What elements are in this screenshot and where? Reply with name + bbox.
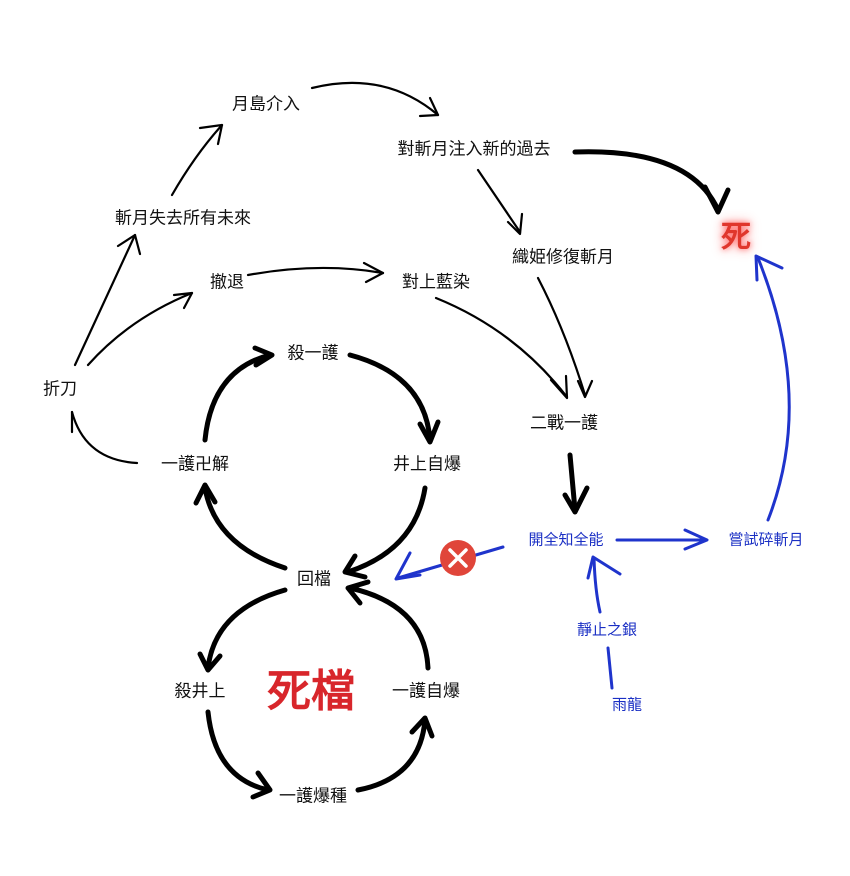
arrowhead-aizen (362, 261, 385, 284)
node-break-blade: 折刀 (43, 379, 77, 400)
arrow-inject-to-death (572, 149, 721, 213)
node-ichigo-explode: 一護自爆 (392, 681, 460, 702)
arrowhead-reload-a (342, 553, 368, 580)
arrowhead-death (702, 184, 731, 215)
node-retreat: 撤退 (210, 272, 244, 293)
arc-inoue-explode-to-reload (345, 485, 428, 575)
arrow-uryu-to-silver (606, 646, 614, 690)
node-omnipotence: 開全知全能 (528, 530, 604, 549)
arrow-lose-future-to-moon-island (170, 123, 224, 197)
arrowhead-burst (250, 770, 273, 800)
arrowhead-retreat (172, 291, 194, 310)
node-try-break: 嘗試碎斬月 (728, 530, 804, 549)
arrowhead-bankai (193, 482, 218, 506)
arc-bankai-to-kill-ichigo (202, 352, 273, 443)
arrowhead-second-battle-a (576, 379, 594, 399)
arrowhead-second-battle-b (549, 374, 569, 400)
arc-reload-to-kill-inoue (205, 587, 288, 671)
node-moon-island: 月島介入 (232, 94, 300, 115)
arrow-retreat-to-aizen (246, 266, 385, 277)
arrow-break-to-retreat (86, 291, 194, 367)
node-ichigo-burst: 一護爆種 (279, 786, 347, 807)
arrowhead-orihime (506, 212, 524, 236)
arrowhead-death-blue (754, 254, 784, 282)
node-ichigo-bankai: 一護卍解 (161, 454, 229, 475)
arrowhead-omnipotence (562, 485, 590, 515)
arrow-inject-to-orihime (476, 168, 522, 234)
arc-kill-inoue-to-burst (205, 709, 271, 793)
arrowhead-lose-future (116, 233, 142, 256)
arc-reload-to-bankai (202, 485, 288, 571)
node-lose-future: 斬月失去所有未來 (115, 208, 251, 229)
node-uryu: 雨龍 (611, 695, 643, 714)
arrowhead-kill-ichigo (252, 345, 275, 368)
arrowhead-inject (418, 96, 440, 118)
arrowhead-moon-island (198, 123, 224, 146)
arrow-orihime-to-second-battle (536, 276, 587, 397)
arrow-second-battle-to-omnipotence (567, 452, 578, 513)
node-face-aizen: 對上藍染 (402, 272, 470, 293)
node-inject-past: 對斬月注入新的過去 (397, 139, 551, 160)
arrow-break-to-lose-future (73, 233, 137, 367)
arc-ichigo-explode-to-reload (347, 585, 431, 671)
arrow-moon-island-to-inject (310, 81, 440, 117)
node-silver: 靜止之銀 (576, 620, 638, 639)
node-kill-ichigo: 殺一護 (287, 343, 339, 364)
arc-burst-to-ichigo-explode (355, 717, 428, 793)
node-dead-save: 死檔 (267, 666, 355, 717)
arrow-aizen-to-second-battle (434, 296, 569, 399)
arrowhead-kill-inoue (197, 651, 223, 673)
arrowhead-omnipotence-blue (586, 555, 622, 580)
arrowhead-inoue-explode (417, 419, 441, 445)
node-death-top: 死 (721, 220, 751, 255)
node-reload: 回檔 (297, 569, 331, 590)
node-second-battle: 二戰一護 (530, 413, 598, 434)
arrowhead-reload-blue (394, 551, 422, 581)
arrowhead-try-break (683, 528, 709, 551)
node-inoue-explode: 井上自爆 (393, 454, 461, 475)
close-circle-icon (440, 540, 476, 576)
arrow-bankai-to-break (70, 410, 139, 465)
arrow-silver-to-omnipotence (592, 556, 602, 614)
arrow-try-break-to-death (756, 256, 791, 522)
node-kill-inoue: 殺井上 (174, 681, 226, 702)
arc-kill-ichigo-to-inoue-explode (347, 352, 433, 443)
arrowhead-reload-b (345, 579, 371, 606)
arrowhead-ichigo-explode (409, 715, 435, 739)
node-orihime: 織姫修復斬月 (512, 247, 614, 268)
